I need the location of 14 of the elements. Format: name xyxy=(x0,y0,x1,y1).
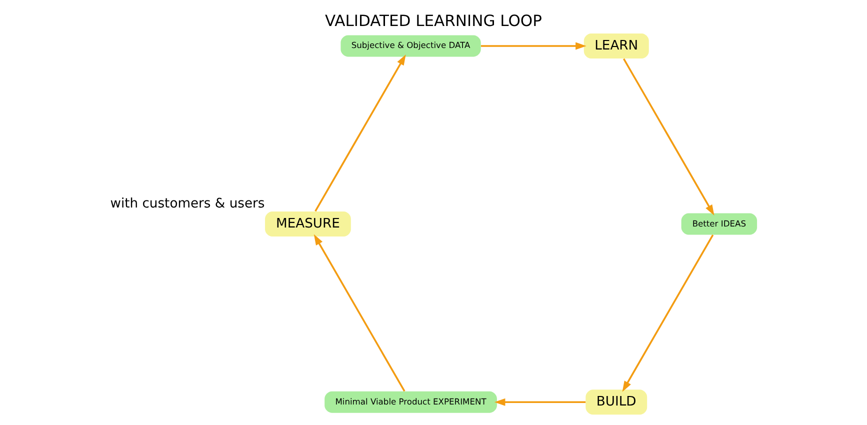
arrow xyxy=(314,234,406,392)
arrow xyxy=(622,58,714,216)
node-box: LEARN xyxy=(584,32,649,58)
arrow xyxy=(494,398,586,406)
arrow xyxy=(314,54,406,212)
node-label: with customers & users xyxy=(110,196,265,212)
node-box: Minimal Viable Product EXPERIMENT xyxy=(324,390,497,412)
node-box: MEASURE xyxy=(265,211,351,236)
node-box: Subjective & Objective DATA xyxy=(340,34,481,56)
arrow xyxy=(480,42,586,50)
node-box: Better IDEAS xyxy=(681,212,758,234)
node-box: BUILD xyxy=(586,389,648,414)
diagram-title: VALIDATED LEARNING LOOP xyxy=(325,12,542,30)
arrow xyxy=(622,234,714,392)
